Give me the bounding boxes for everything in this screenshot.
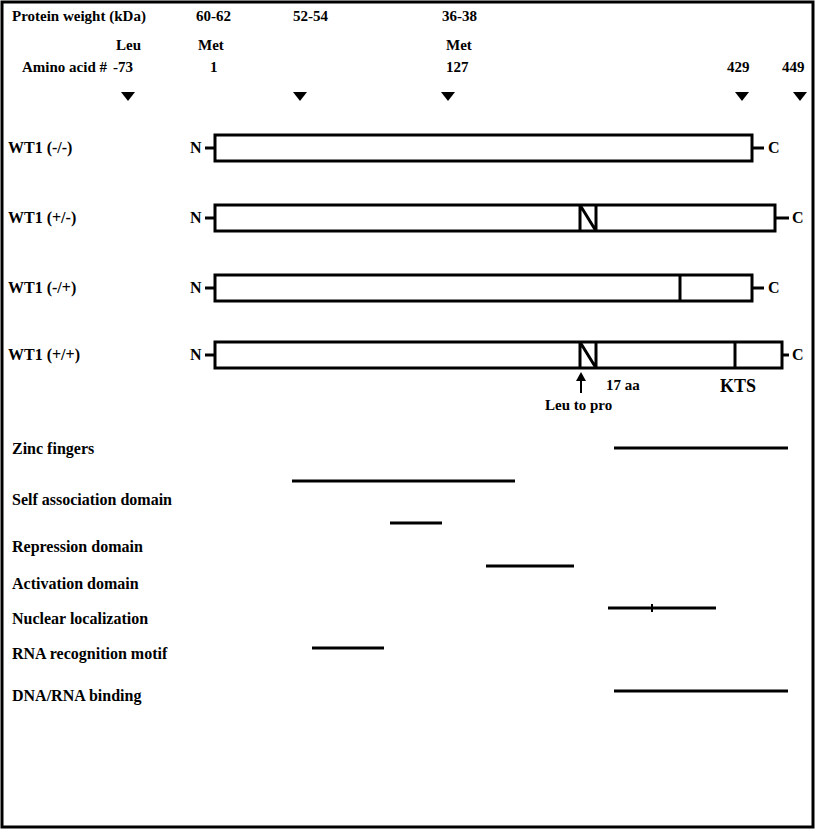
insert-label: KTS — [720, 377, 756, 395]
residue-name: Met — [446, 38, 472, 53]
terminus-label: C — [792, 347, 804, 363]
domain-line — [614, 447, 788, 450]
mutation-label: Leu to pro — [545, 398, 612, 413]
kts-insert — [734, 342, 737, 368]
residue-name: Leu — [116, 38, 141, 53]
isoform-name: WT1 (+/+) — [8, 347, 80, 363]
insert-17aa — [580, 342, 596, 368]
terminus-line — [752, 287, 764, 290]
protein-bar — [215, 342, 782, 368]
domain-name: DNA/RNA binding — [12, 688, 141, 704]
terminus-label: C — [768, 140, 780, 156]
mutation-arrow — [576, 372, 586, 393]
domain-name: RNA recognition motif — [12, 646, 167, 662]
weight-value: 52-54 — [293, 9, 328, 24]
terminus-line — [775, 217, 789, 220]
terminus-label: N — [190, 210, 202, 226]
domain-name: Repression domain — [12, 539, 143, 555]
domain-name: Nuclear localization — [12, 611, 148, 627]
protein-bar — [215, 135, 752, 161]
axis-title: Protein weight (kDa) — [12, 9, 146, 24]
marker-triangle — [441, 92, 455, 101]
marker-triangle — [121, 92, 135, 101]
insert-17aa — [580, 205, 596, 231]
domain-name: Activation domain — [12, 576, 139, 592]
domain-line — [312, 647, 384, 650]
axis-title: Amino acid # — [22, 60, 107, 75]
residue-number: 1 — [210, 60, 218, 75]
marker-triangle — [735, 92, 749, 101]
terminus-label: C — [792, 210, 804, 226]
residue-number: 127 — [446, 60, 469, 75]
domain-line — [614, 690, 788, 693]
protein-bar — [215, 275, 752, 301]
domain-line — [486, 565, 574, 568]
domain-tick — [651, 604, 653, 612]
marker-triangle — [293, 92, 307, 101]
residue-name: Met — [198, 38, 224, 53]
isoform-name: WT1 (-/-) — [8, 140, 72, 156]
terminus-line — [752, 147, 764, 150]
domain-lines — [292, 448, 788, 691]
domain-line — [390, 522, 442, 525]
isoform-bars — [205, 135, 789, 368]
terminus-label: N — [190, 140, 202, 156]
protein-bar — [215, 205, 775, 231]
insert-label: 17 aa — [606, 378, 640, 393]
weight-value: 36-38 — [442, 9, 477, 24]
terminus-line — [782, 354, 789, 357]
arrow-head — [576, 372, 586, 381]
residue-number: -73 — [113, 60, 133, 75]
position-markers — [121, 92, 807, 101]
terminus-label: C — [768, 280, 780, 296]
residue-number: 429 — [727, 60, 750, 75]
domain-line — [608, 607, 716, 610]
arrow-shaft — [580, 380, 582, 393]
kts-insert — [679, 275, 682, 301]
domain-name: Zinc fingers — [12, 441, 94, 457]
marker-triangle — [793, 92, 807, 101]
terminus-label: N — [190, 280, 202, 296]
isoform-name: WT1 (-/+) — [8, 280, 76, 296]
domain-line — [292, 480, 515, 483]
weight-value: 60-62 — [196, 9, 231, 24]
isoform-name: WT1 (+/-) — [8, 210, 76, 226]
domain-name: Self association domain — [12, 492, 172, 508]
terminus-label: N — [190, 347, 202, 363]
residue-number: 449 — [782, 60, 805, 75]
